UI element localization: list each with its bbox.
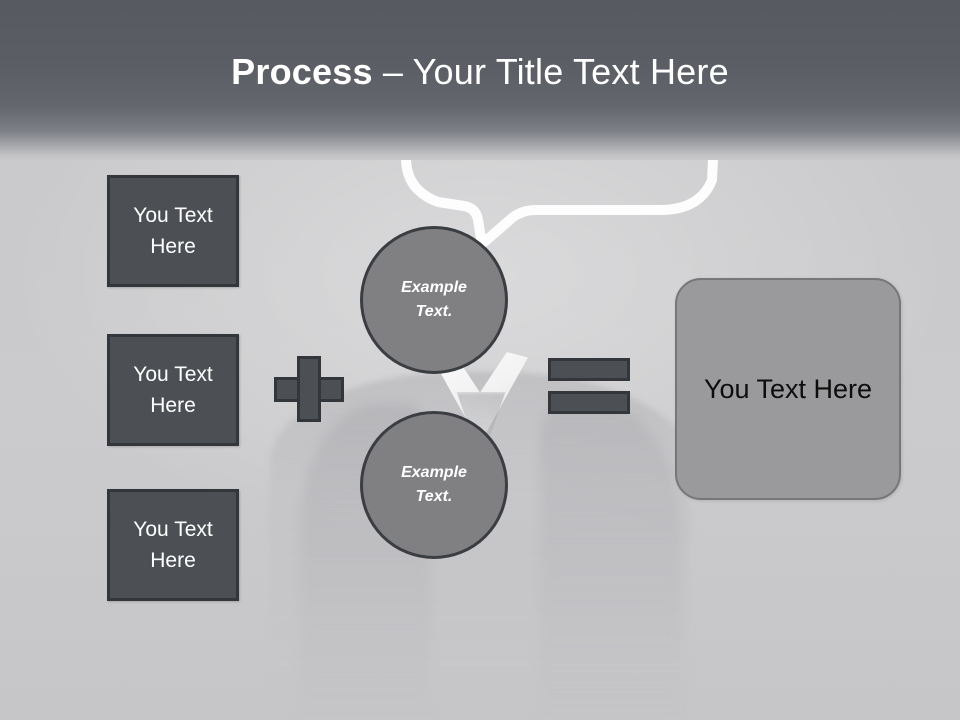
input-box-2-label: You Text Here [133, 363, 213, 417]
result-box[interactable]: You Text Here [675, 278, 901, 500]
equals-bottom-bar [548, 391, 630, 414]
input-box-2[interactable]: You Text Here [107, 334, 239, 446]
background-speech-bubble-outline [360, 93, 760, 268]
page-title-rest: – Your Title Text Here [372, 51, 729, 92]
example-circle-2-line1: Example [401, 464, 467, 481]
equals-top-bar [548, 358, 630, 381]
input-box-1-label: You Text Here [133, 204, 213, 258]
input-box-1[interactable]: You Text Here [107, 175, 239, 287]
page-title-emphasis: Process [231, 51, 373, 92]
example-circle-1-line2: Text. [415, 303, 453, 320]
example-circle-1[interactable]: Example Text. [360, 226, 508, 374]
page-title: Process – Your Title Text Here [0, 50, 960, 94]
plus-center-fill [300, 380, 318, 399]
plus-icon [274, 356, 344, 422]
equals-icon [548, 358, 630, 414]
example-circle-2-line2: Text. [415, 488, 453, 505]
background-torso-right-shape [540, 402, 680, 720]
result-box-label: You Text Here [703, 374, 873, 404]
example-circle-2[interactable]: Example Text. [360, 411, 508, 559]
input-box-3[interactable]: You Text Here [107, 489, 239, 601]
input-box-3-label: You Text Here [133, 518, 213, 572]
example-circle-1-line1: Example [401, 279, 467, 296]
